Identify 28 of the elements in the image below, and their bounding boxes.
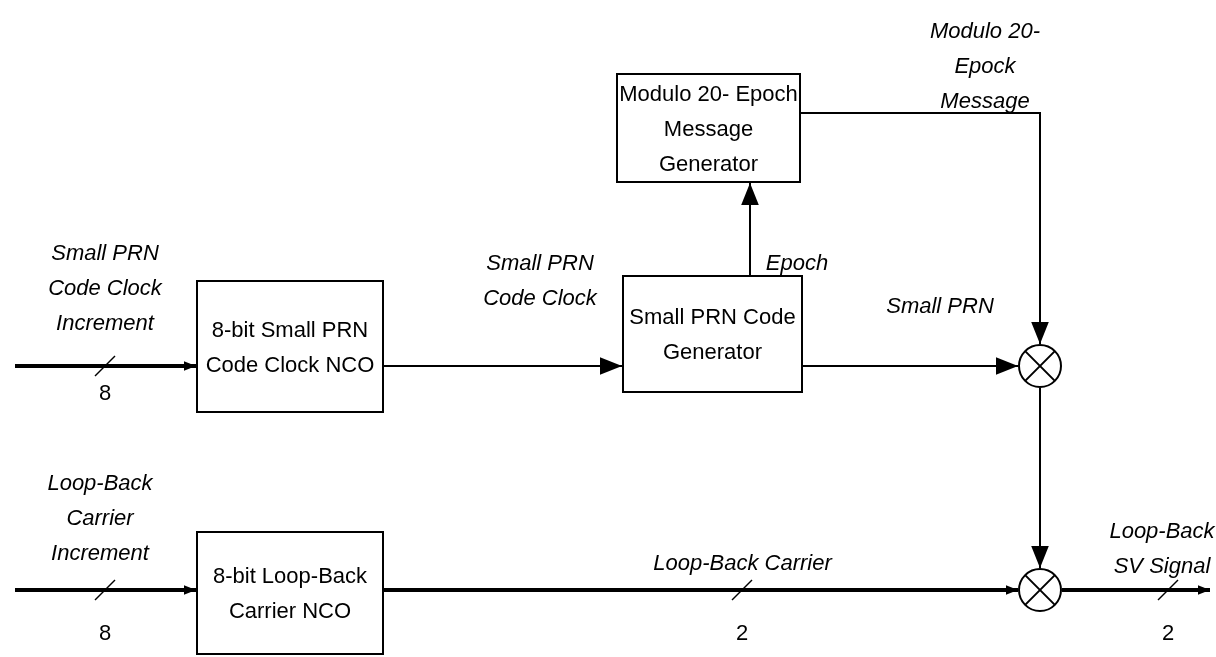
arrow (15, 585, 196, 595)
edge-label: Modulo 20- Epock Message (928, 17, 1042, 115)
arrow (1031, 387, 1049, 569)
process-box (196, 531, 384, 655)
edge-label: Small PRN Code Clock Increment (47, 239, 164, 337)
edge-label: Small PRN (885, 292, 995, 320)
arrow (1062, 585, 1210, 595)
edge-label: Loop-Back Carrier (652, 549, 834, 577)
edge-label: Small PRN Code Clock (482, 249, 599, 312)
box-text: Small PRN Code Generator (628, 303, 797, 366)
arrow (15, 361, 196, 371)
box-text: 8-bit Small PRN Code Clock NCO (204, 315, 376, 379)
bus-width-label: 2 (734, 620, 750, 646)
edge-label: Epoch (764, 249, 830, 277)
process-box (622, 275, 803, 393)
box-text: Modulo 20- Epoch Message Generator (618, 79, 799, 178)
arrow (800, 112, 1049, 345)
arrow (741, 182, 759, 276)
bus-width-label: 8 (97, 380, 113, 406)
edge-label: Loop-Back SV Signal (1108, 517, 1216, 580)
bus-width-label: 8 (97, 620, 113, 646)
arrow (384, 585, 1018, 595)
process-box (196, 280, 384, 413)
arrow (383, 357, 623, 375)
arrow (802, 357, 1019, 375)
box-text: 8-bit Loop-Back Carrier NCO (211, 562, 369, 625)
edge-label: Loop-Back Carrier Increment (46, 469, 154, 567)
bus-width-label: 2 (1160, 620, 1176, 646)
